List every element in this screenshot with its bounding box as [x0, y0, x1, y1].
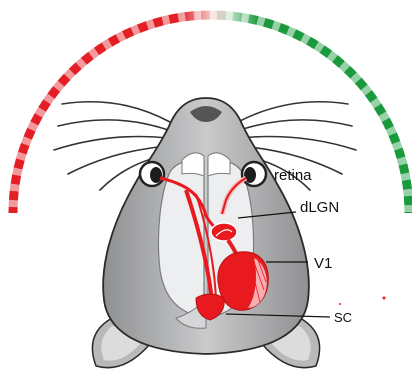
- left-eye: [140, 162, 164, 186]
- dlgn-nucleus: [211, 223, 237, 241]
- retina-label: retina: [274, 167, 312, 184]
- v1-region: [218, 252, 268, 311]
- right-eye: [242, 162, 266, 186]
- stray-dot-2: [339, 303, 341, 305]
- dlgn-label: dLGN: [300, 199, 339, 216]
- stray-dot: [383, 297, 386, 300]
- sc-label: SC: [334, 310, 352, 325]
- v1-label: V1: [314, 255, 332, 272]
